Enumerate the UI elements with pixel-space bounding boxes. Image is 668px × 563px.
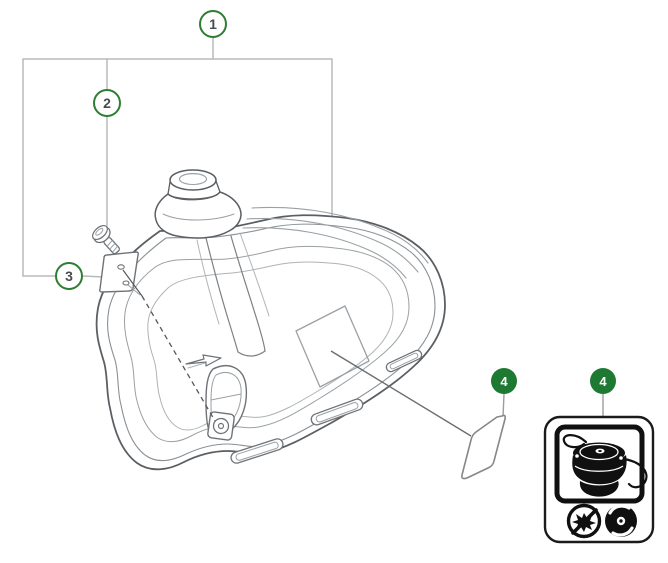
callout-2[interactable]: 2 <box>93 89 121 117</box>
spool-line-icon <box>605 504 637 537</box>
decal-sticker-drawing <box>461 414 506 480</box>
direction-arrow-icon <box>185 354 222 369</box>
guard-shield-drawing <box>95 206 446 471</box>
callout-4-sticker-label: 4 <box>599 373 607 389</box>
bottom-slots <box>230 349 423 464</box>
no-blade-icon <box>566 503 602 539</box>
callout-2-label: 2 <box>103 95 111 111</box>
callout-1-label: 1 <box>209 16 217 32</box>
mounting-plate-drawing <box>99 251 143 297</box>
label-recess <box>295 305 370 388</box>
callout-3[interactable]: 3 <box>55 262 83 290</box>
mount-tower-drawing <box>154 169 242 239</box>
screw-drawing <box>92 224 120 255</box>
callout-4-decal-label: 4 <box>500 373 508 389</box>
callout-bracket-lines <box>22 37 333 278</box>
callout-connector-lines <box>502 393 604 418</box>
callout-1[interactable]: 1 <box>199 10 227 38</box>
trimmer-head-icon <box>562 434 648 497</box>
callout-4-sticker[interactable]: 4 <box>590 368 616 394</box>
spool-instruction-box <box>543 415 655 544</box>
decal-pointer-line <box>330 350 472 437</box>
callout-3-label: 3 <box>65 268 73 284</box>
latch-handle-drawing <box>205 365 248 441</box>
callout-4-decal[interactable]: 4 <box>491 368 517 394</box>
alignment-dashed-line <box>141 295 216 422</box>
